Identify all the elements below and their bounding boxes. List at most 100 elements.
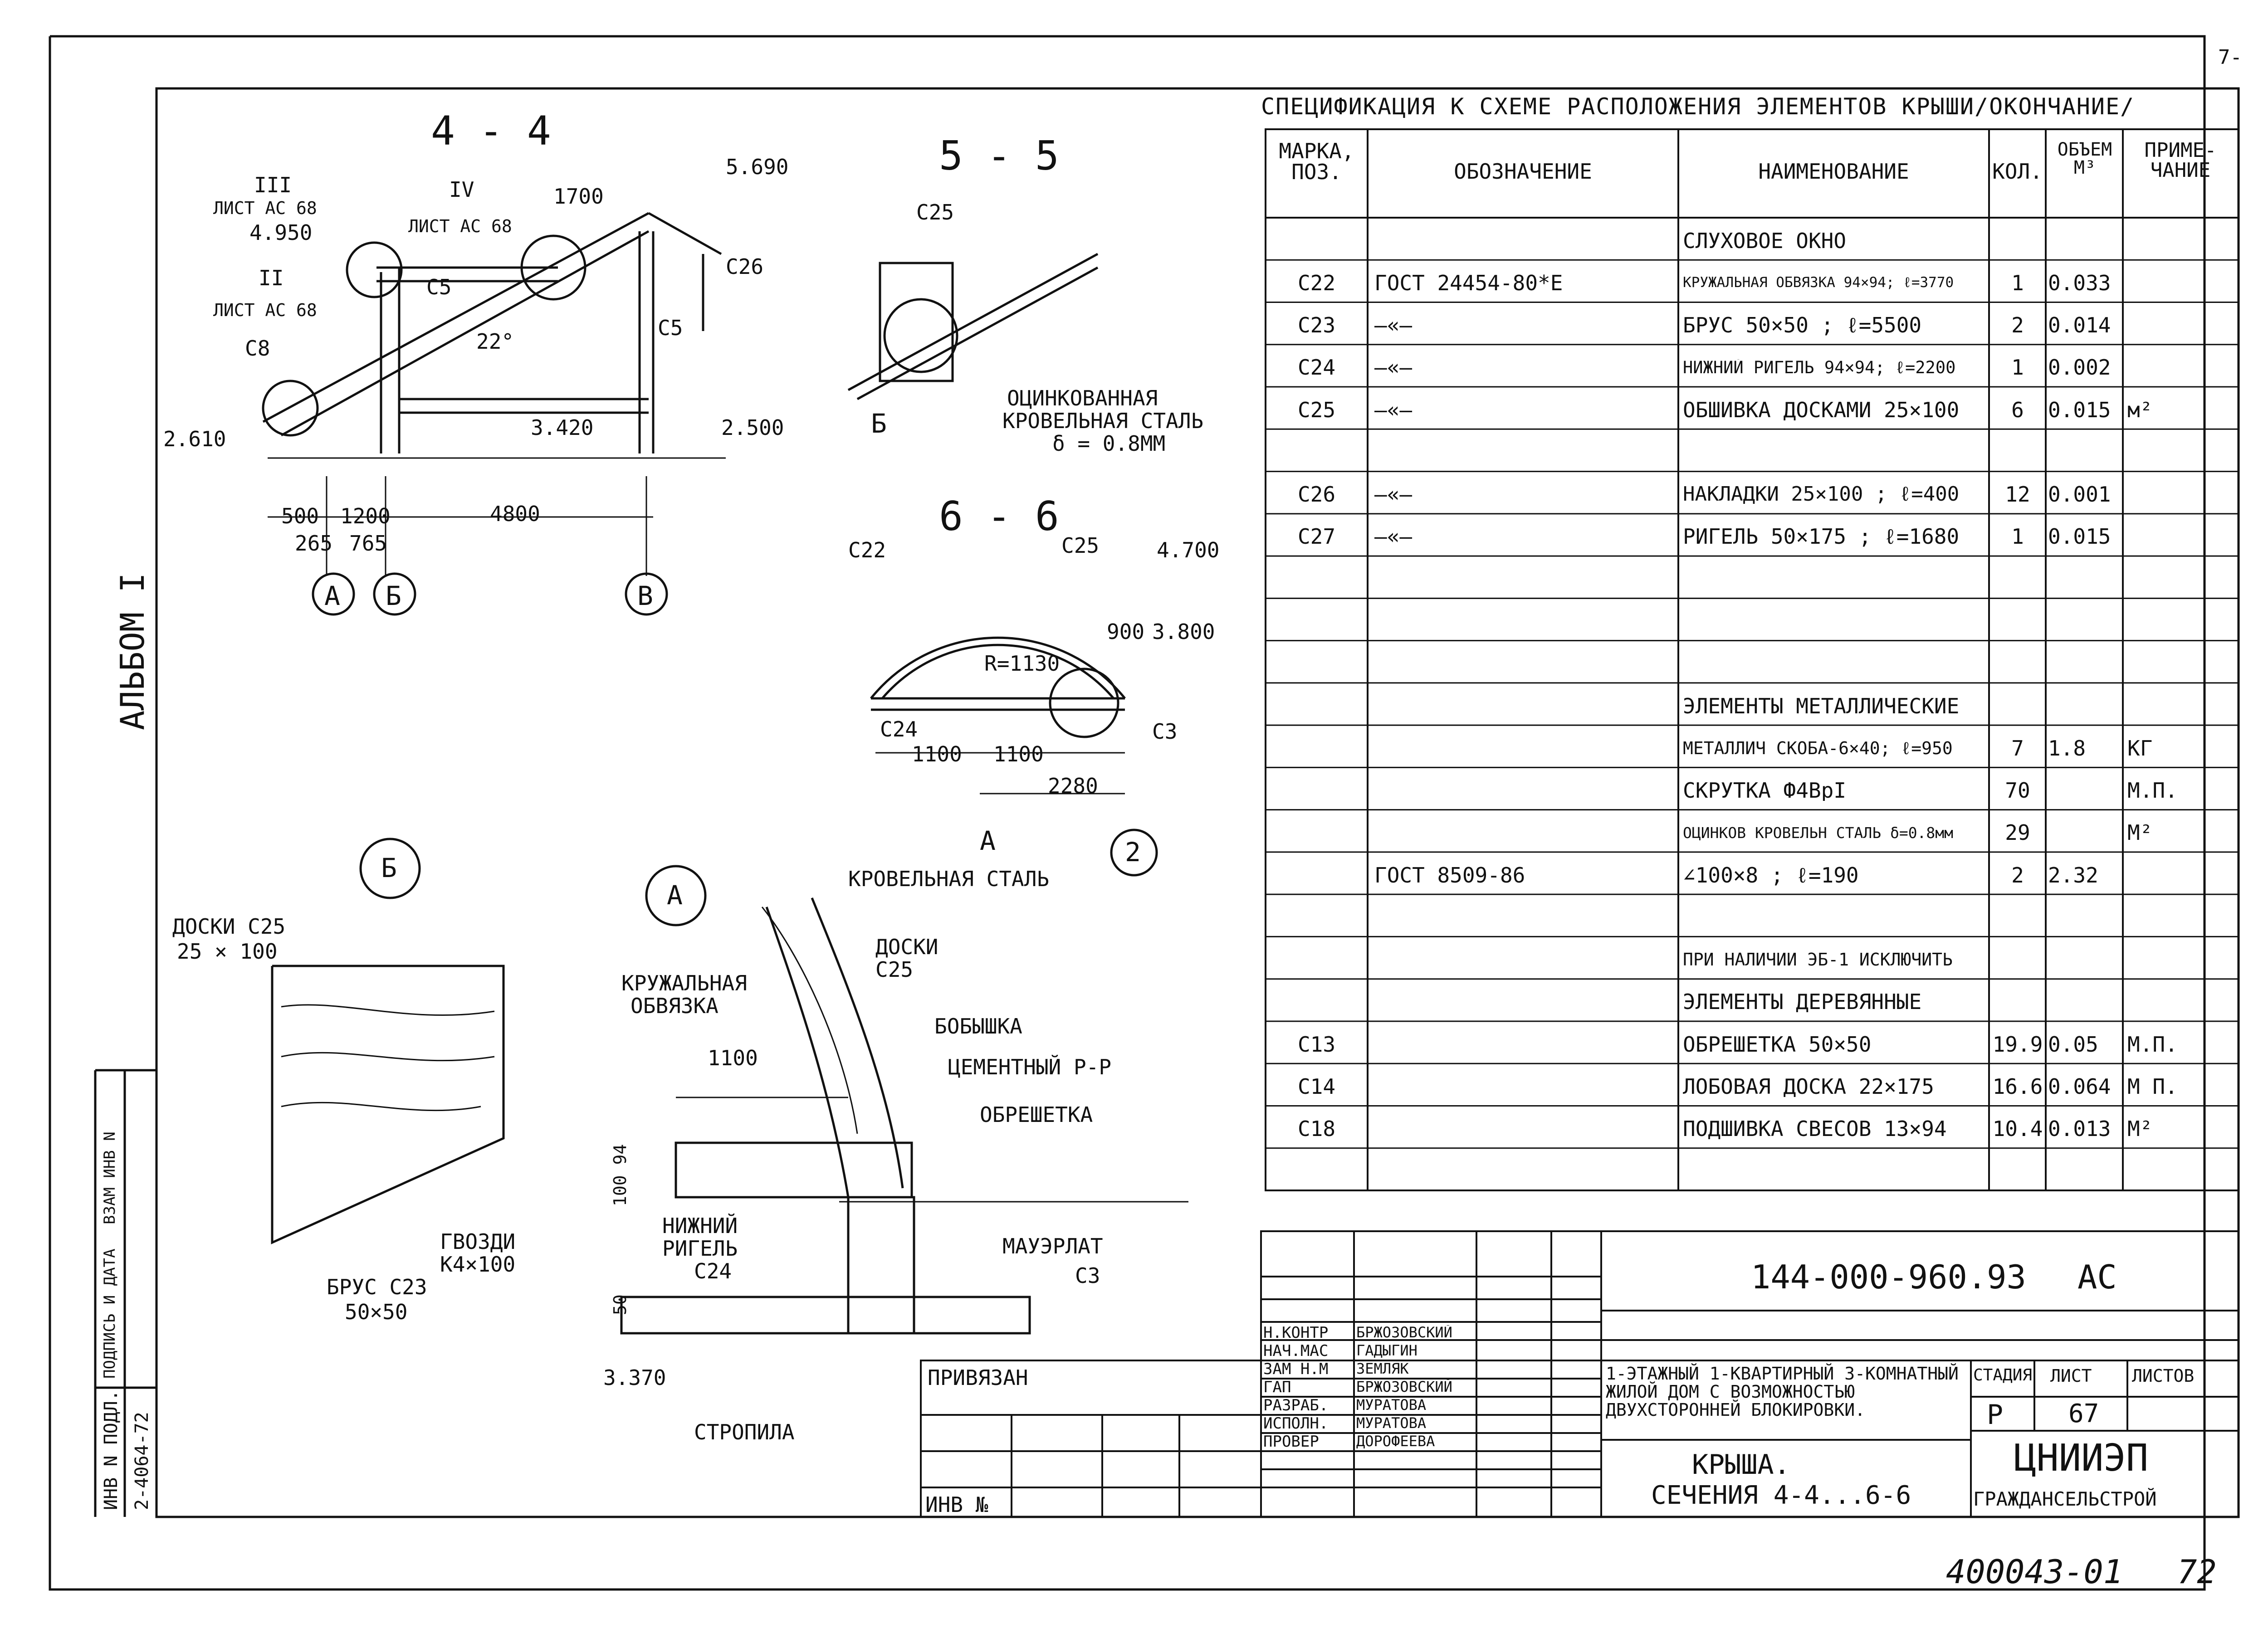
- spec-cell-mark: С13: [1297, 1034, 1336, 1055]
- dim-4800: 4800: [490, 502, 540, 526]
- spec-cell-qty: 6: [2011, 399, 2024, 420]
- label-thickness: δ = 0.8ММ: [1052, 431, 1166, 456]
- role-label: НАЧ.МАС: [1263, 1342, 1329, 1360]
- dim-5690: 5.690: [726, 155, 789, 179]
- node-a-drawing: [620, 865, 1188, 1335]
- node-a-title: А: [667, 880, 683, 911]
- role-label: ИСПОЛН.: [1263, 1414, 1329, 1433]
- dim-2610: 2.610: [163, 427, 226, 451]
- label-nail-size: К4×100: [440, 1252, 516, 1277]
- dim-1100-b: 1100: [993, 742, 1044, 766]
- label-c3-66: С3: [1152, 719, 1178, 744]
- label-a-66: А: [980, 825, 996, 856]
- spec-cell-name: ОЦИНКОВ КРОВЕЛЬН СТАЛЬ δ=0.8мм: [1683, 825, 1954, 840]
- spec-cell-volume: 0.064: [2048, 1076, 2111, 1097]
- label-roof-steel: КРОВЕЛЬНАЯ СТАЛЬ: [1002, 409, 1204, 433]
- sheets-header: ЛИСТОВ: [2132, 1366, 2195, 1386]
- spec-cell-qty: 70: [2005, 780, 2030, 801]
- label-b-55: Б: [871, 408, 887, 439]
- label-c24-a: С24: [694, 1259, 732, 1283]
- role-name: БРЖОЗОВСКИЙ: [1356, 1380, 1452, 1394]
- spec-cell-name: ОБРЕШЕТКА 50×50: [1683, 1034, 1872, 1055]
- spec-cell-designation: —«—: [1374, 526, 1413, 547]
- drawing-set: АС: [2077, 1258, 2117, 1296]
- spec-cell-qty: 10.4: [1992, 1118, 2043, 1140]
- role-name: БРЖОЗОВСКИЙ: [1356, 1325, 1452, 1340]
- spec-cell-name: ∠100×8 ; ℓ=190: [1683, 864, 1859, 886]
- dim-1100-a: 1100: [912, 742, 962, 766]
- label-bar-c23: БРУС С23: [327, 1275, 427, 1299]
- spec-cell-designation: —«—: [1374, 315, 1413, 336]
- drawing-title-1: КРЫША.: [1692, 1449, 1790, 1481]
- dim-765: 765: [349, 531, 387, 556]
- label-boards-c25: ДОСКИ С25: [172, 914, 286, 939]
- spec-cell-volume: 0.013: [2048, 1118, 2111, 1140]
- spec-cell-name: НАКЛАДКИ 25×100 ; ℓ=400: [1683, 484, 1960, 505]
- spec-cell-qty: 29: [2005, 822, 2030, 843]
- tied-label: ПРИВЯЗАН: [928, 1365, 1028, 1390]
- section-5-5-drawing: [847, 253, 1099, 400]
- spec-cell-volume: 0.001: [2048, 484, 2111, 505]
- dim-4700: 4.700: [1157, 538, 1220, 562]
- label-crossbar: РИГЕЛЬ: [662, 1236, 738, 1261]
- spec-cell-name: МЕТАЛЛИЧ СКОБА-6×40; ℓ=950: [1683, 739, 1953, 757]
- label-lower: НИЖНИЙ: [662, 1214, 738, 1238]
- label-c5-right: С5: [658, 316, 683, 340]
- axis-a: А: [324, 580, 340, 611]
- label-rafters: СТРОПИЛА: [694, 1420, 795, 1444]
- stage-value: Р: [1987, 1399, 2004, 1431]
- label-c5-left: С5: [426, 275, 452, 299]
- spec-cell-name: ЛОБОВАЯ ДОСКА 22×175: [1683, 1076, 1934, 1097]
- spec-header-mark: МАРКА, ПОЗ.: [1279, 139, 1354, 184]
- spec-cell-qty: 2: [2011, 864, 2024, 886]
- role-name: ДОРОФЕЕВА: [1356, 1434, 1435, 1448]
- label-mauerlat: МАУЭРЛАТ: [1002, 1234, 1103, 1258]
- node-b-drawing: [271, 838, 505, 1244]
- spec-cell-volume: 0.015: [2048, 526, 2111, 547]
- callout-iv: IV: [449, 177, 474, 202]
- role-label: РАЗРАБ.: [1263, 1396, 1329, 1414]
- dim-1100-node-a: 1100: [708, 1046, 758, 1070]
- spec-cell-name: СКРУТКА Ф4ВрI: [1683, 780, 1847, 801]
- label-cement-mortar: ЦЕМЕНТНЫЙ Р-Р: [948, 1055, 1112, 1079]
- inv-label: ИНВ №: [925, 1492, 988, 1517]
- spec-cell-name: БРУС 50×50 ; ℓ=5500: [1683, 315, 1922, 336]
- dim-265: 265: [295, 531, 333, 556]
- spec-header-note: ПРИМЕ- ЧАНИЕ: [2144, 139, 2217, 182]
- label-angle: 22°: [476, 329, 514, 354]
- org-name: ЦНИИЭП: [2014, 1437, 2149, 1480]
- spec-cell-designation: —«—: [1374, 484, 1413, 505]
- spec-cell-volume: 0.033: [2048, 272, 2111, 293]
- spec-cell-qty: 12: [2005, 484, 2030, 505]
- dim-100-94: 100 94: [610, 1144, 630, 1206]
- spec-cell-designation: —«—: [1374, 357, 1413, 378]
- spec-cell-qty: 19.9: [1992, 1034, 2043, 1055]
- spec-cell-name: ОБШИВКА ДОСКАМИ 25×100: [1683, 399, 1960, 420]
- spec-cell-name: РИГЕЛЬ 50×175 ; ℓ=1680: [1683, 526, 1960, 547]
- role-label: ЗАМ Н.М: [1263, 1360, 1329, 1378]
- spec-cell-name: СЛУХОВОЕ ОКНО: [1683, 230, 1847, 251]
- role-label: Н.КОНТР: [1263, 1324, 1329, 1342]
- node-b-title: Б: [381, 853, 397, 883]
- section-6-6-title: 6 - 6: [939, 493, 1059, 540]
- callout-ii: II: [259, 266, 284, 290]
- spec-cell-volume: 0.015: [2048, 399, 2111, 420]
- section-6-6-drawing: [870, 636, 1158, 877]
- spec-cell-name: ПОДШИВКА СВЕСОВ 13×94: [1683, 1118, 1947, 1140]
- axis-v: В: [637, 580, 653, 611]
- spec-title: СПЕЦИФИКАЦИЯ К СХЕМЕ РАСПОЛОЖЕНИЯ ЭЛЕМЕН…: [1261, 93, 2135, 120]
- spec-table-grid: [1265, 128, 2239, 1191]
- dim-1200: 1200: [340, 504, 391, 528]
- dim-500: 500: [281, 504, 319, 528]
- callout-iv-sheet: ЛИСТ АС 68: [408, 216, 512, 236]
- spec-cell-note: М П.: [2127, 1076, 2178, 1097]
- spec-cell-note: М²: [2127, 1118, 2153, 1140]
- spec-cell-note: М²: [2127, 822, 2153, 843]
- left-strip-vzam: ВЗАМ ИНВ N: [101, 1131, 119, 1224]
- axis-2: 2: [1125, 837, 1141, 868]
- axis-b: Б: [386, 580, 401, 611]
- callout-iii-sheet: ЛИСТ АС 68: [213, 198, 317, 218]
- label-c26: С26: [726, 254, 764, 279]
- spec-cell-qty: 7: [2011, 737, 2024, 759]
